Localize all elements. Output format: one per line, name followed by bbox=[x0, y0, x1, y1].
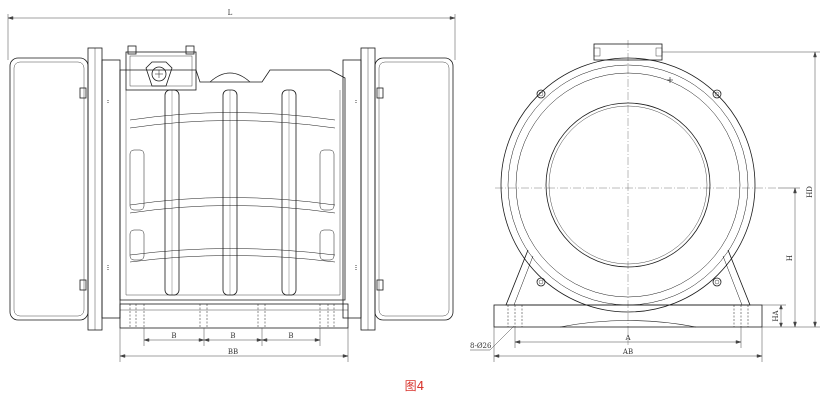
dim-label-b-2: B bbox=[230, 332, 235, 340]
terminal-box bbox=[125, 45, 251, 91]
hole-callout: 8-Ø26 bbox=[470, 342, 492, 350]
dim-lines-bolt-spacing bbox=[119, 328, 349, 362]
right-end-cover bbox=[342, 47, 454, 331]
side-base bbox=[119, 303, 349, 329]
dim-label-ha: HA bbox=[772, 309, 780, 321]
dim-label-bb: BB bbox=[228, 348, 238, 356]
dim-label-h: H bbox=[786, 255, 794, 261]
dim-label-a: A bbox=[624, 334, 631, 342]
front-view: A AB 8-Ø26 HD H HA bbox=[470, 40, 820, 362]
dim-label-b-3: B bbox=[288, 332, 293, 340]
dim-line-overall-length bbox=[7, 14, 456, 60]
dim-label-hd: HD bbox=[806, 186, 814, 198]
shield-bolts bbox=[536, 77, 722, 287]
end-shield bbox=[500, 57, 756, 313]
centerlines bbox=[495, 40, 778, 345]
front-feet bbox=[493, 249, 763, 328]
dim-lines-width bbox=[470, 325, 763, 362]
side-view: L bbox=[7, 9, 456, 362]
motor-body bbox=[107, 69, 357, 301]
left-end-cover bbox=[9, 47, 121, 331]
dim-lines-height bbox=[662, 51, 820, 328]
figure-caption: 图4 bbox=[404, 379, 425, 393]
dim-label-overall-length: L bbox=[228, 9, 233, 17]
dim-label-ab: AB bbox=[622, 348, 633, 356]
dim-label-b-1: B bbox=[171, 332, 176, 340]
